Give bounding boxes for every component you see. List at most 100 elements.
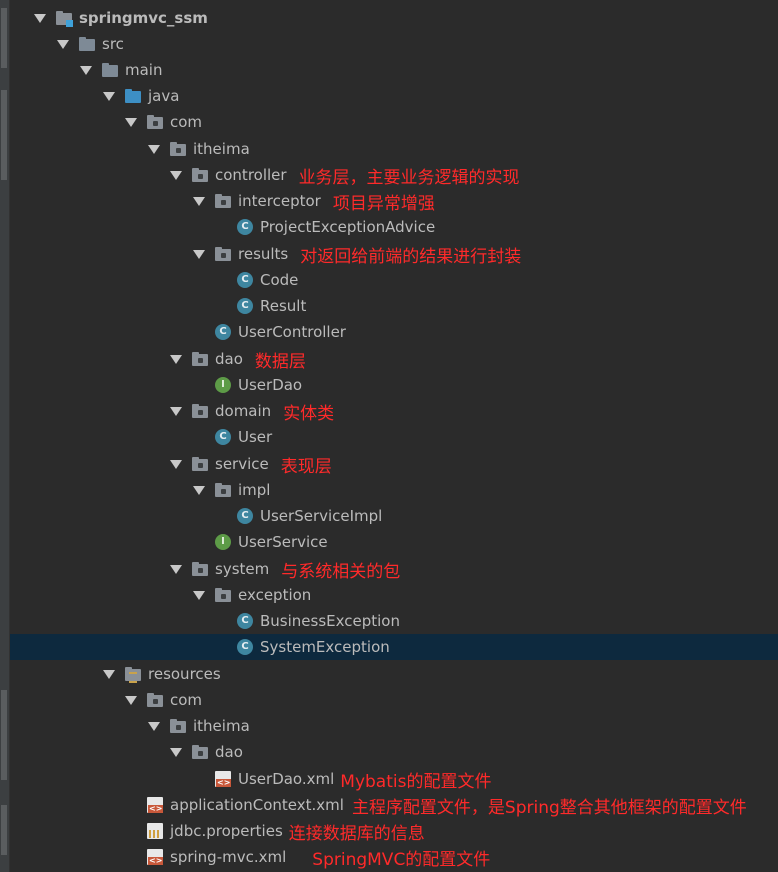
expand-arrow-icon[interactable] [170,406,182,416]
annotation-note: 对返回给前端的结果进行封装 [300,246,522,267]
class-icon: C [215,429,231,445]
tree-node-resources[interactable]: resources [10,661,778,687]
expand-arrow-icon[interactable] [170,564,182,574]
tree-node-controller[interactable]: controller 业务层，主要业务逻辑的实现 [10,162,778,188]
gutter-tab-web[interactable] [1,805,7,855]
folder-icon [147,692,163,708]
node-label: domain [215,402,272,420]
node-label: springmvc_ssm [79,9,208,27]
tree-node-user-dao[interactable]: I UserDao [10,372,778,398]
tree-node-src[interactable]: src [10,31,778,57]
expand-arrow-icon[interactable] [125,695,137,705]
expand-arrow-icon[interactable] [148,721,160,731]
tree-node-service[interactable]: service 表现层 [10,451,778,477]
node-label: Result [260,297,307,315]
spring-xml-file-icon [147,849,164,865]
tool-window-gutter [0,0,10,872]
tree-node-user[interactable]: C User [10,424,778,450]
expand-arrow-icon[interactable] [170,747,182,757]
annotation-note: 数据层 [254,351,306,372]
node-label: main [125,61,163,79]
expand-arrow-icon[interactable] [125,117,137,127]
expand-arrow-icon[interactable] [193,485,205,495]
gutter-tab-favorites[interactable] [1,690,7,780]
project-tree: springmvc_ssm src main java com itheima … [10,0,778,872]
gutter-tab-project[interactable] [1,8,7,68]
class-icon: C [237,639,253,655]
tree-node-code[interactable]: C Code [10,267,778,293]
tree-node-java[interactable]: java [10,83,778,109]
tree-node-itheima[interactable]: itheima [10,136,778,162]
tree-node-spring-mvc[interactable]: spring-mvc.xml SpringMVC的配置文件 [10,844,778,870]
annotation-note: 项目异常增强 [332,193,435,214]
annotation-note: 业务层，主要业务逻辑的实现 [298,167,520,188]
tree-node-res-itheima[interactable]: itheima [10,713,778,739]
tree-node-impl[interactable]: impl [10,477,778,503]
class-icon: C [237,613,253,629]
node-label: interceptor [238,192,321,210]
tree-node-dao[interactable]: dao 数据层 [10,346,778,372]
annotation-note: 主程序配置文件，是Spring整合其他框架的配置文件 [351,797,747,818]
expand-arrow-icon[interactable] [193,590,205,600]
expand-arrow-icon[interactable] [34,13,46,23]
interface-icon: I [215,534,231,550]
tree-node-domain[interactable]: domain 实体类 [10,398,778,424]
node-label: impl [238,481,271,499]
tree-node-application-context[interactable]: applicationContext.xml 主程序配置文件，是Spring整合… [10,792,778,818]
interface-icon: I [215,377,231,393]
tree-node-main[interactable]: main [10,57,778,83]
tree-node-results[interactable]: results 对返回给前端的结果进行封装 [10,241,778,267]
tree-node-user-dao-xml[interactable]: UserDao.xml Mybatis的配置文件 [10,766,778,792]
tree-node-com[interactable]: com [10,109,778,135]
node-label: Code [260,271,299,289]
expand-arrow-icon[interactable] [80,65,92,75]
expand-arrow-icon[interactable] [193,196,205,206]
tree-node-business-exception[interactable]: C BusinessException [10,608,778,634]
node-label: dao [215,350,243,368]
tree-node-user-service-impl[interactable]: C UserServiceImpl [10,503,778,529]
package-icon [192,351,208,367]
tree-node-exception[interactable]: exception [10,582,778,608]
folder-icon [170,718,186,734]
node-label: system [215,560,270,578]
tree-node-jdbc-properties[interactable]: jdbc.properties 连接数据库的信息 [10,818,778,844]
class-icon: C [237,219,253,235]
expand-arrow-icon[interactable] [170,459,182,469]
tree-node-system[interactable]: system 与系统相关的包 [10,556,778,582]
gutter-tab-structure[interactable] [1,90,7,180]
tree-node-root[interactable]: springmvc_ssm [10,5,778,31]
expand-arrow-icon[interactable] [170,170,182,180]
tree-node-project-exception-advice[interactable]: C ProjectExceptionAdvice [10,214,778,240]
package-icon [215,193,231,209]
node-label: src [102,35,124,53]
tree-node-result[interactable]: C Result [10,293,778,319]
package-icon [192,167,208,183]
expand-arrow-icon[interactable] [103,669,115,679]
expand-arrow-icon[interactable] [170,354,182,364]
expand-arrow-icon[interactable] [57,39,69,49]
tree-node-res-com[interactable]: com [10,687,778,713]
tree-node-user-controller[interactable]: C UserController [10,319,778,345]
package-icon [192,561,208,577]
node-label: SystemException [260,638,390,656]
node-label: exception [238,586,312,604]
xml-file-icon [215,771,232,787]
package-icon [215,246,231,262]
annotation-note: 与系统相关的包 [281,561,401,582]
expand-arrow-icon[interactable] [148,144,160,154]
annotation-note: Mybatis的配置文件 [340,771,492,792]
folder-icon [79,36,95,52]
expand-arrow-icon[interactable] [193,249,205,259]
node-label: itheima [193,717,250,735]
module-folder-icon [56,10,73,27]
node-label: jdbc.properties [170,822,283,840]
tree-node-res-dao[interactable]: dao [10,739,778,765]
node-label: applicationContext.xml [170,796,344,814]
expand-arrow-icon[interactable] [103,91,115,101]
class-icon: C [237,298,253,314]
tree-node-system-exception[interactable]: C SystemException [10,634,778,660]
tree-node-user-service[interactable]: I UserService [10,529,778,555]
node-label: ProjectExceptionAdvice [260,218,436,236]
tree-node-interceptor[interactable]: interceptor 项目异常增强 [10,188,778,214]
node-label: spring-mvc.xml [170,848,287,866]
